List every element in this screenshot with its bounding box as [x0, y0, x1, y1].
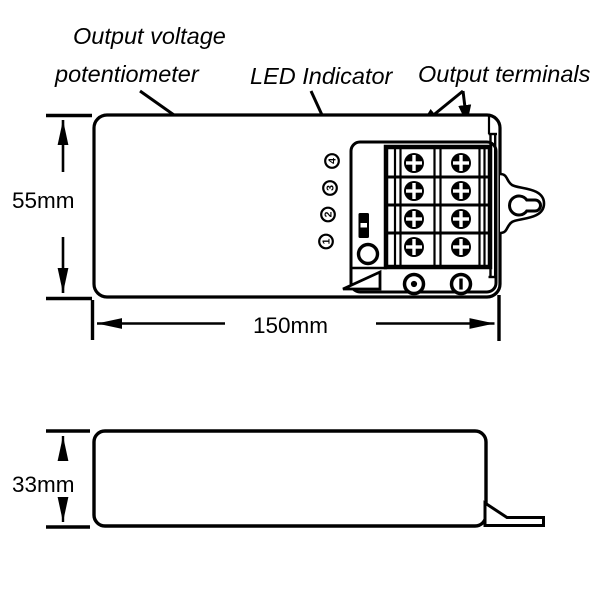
- potentiometer-label-line1: Output voltage: [73, 23, 226, 49]
- dimension-55mm-label: 55mm: [12, 188, 75, 213]
- screw-icon: [451, 153, 471, 173]
- svg-text:3: 3: [325, 185, 337, 191]
- potentiometer-label-line2: potentiometer: [54, 61, 200, 87]
- terminal-screws: [404, 153, 471, 257]
- dimension-150mm: 150mm: [90, 295, 501, 341]
- screw-icon: [451, 237, 471, 257]
- output-terminals-label: Output terminals: [418, 61, 591, 87]
- led-indicator-rect: [358, 213, 369, 238]
- screw-icon: [404, 209, 424, 229]
- triangle-marker-icon: [342, 269, 382, 291]
- terminal-number-badges: 4 3 2 1: [318, 153, 340, 250]
- screw-icon: [451, 209, 471, 229]
- side-view-body: [92, 429, 488, 528]
- screw-icon: [451, 181, 471, 201]
- led-indicator-label: LED Indicator: [250, 63, 394, 89]
- terminal-block: [383, 144, 493, 270]
- dimension-55mm: 55mm: [12, 113, 92, 301]
- potentiometer-circle: [356, 242, 380, 266]
- dimension-150mm-label: 150mm: [253, 313, 328, 338]
- bottom-screw-dot-icon: [402, 272, 426, 296]
- bottom-screw-slot-icon: [449, 272, 473, 296]
- terminal-number-badge: 2: [320, 206, 336, 223]
- screw-icon: [404, 181, 424, 201]
- svg-text:2: 2: [323, 211, 335, 217]
- side-view-mounting-tab: [483, 500, 545, 527]
- terminal-number-badge: 1: [318, 233, 334, 250]
- terminal-number-badge: 3: [322, 180, 338, 196]
- screw-icon: [404, 237, 424, 257]
- dimension-33mm-label: 33mm: [12, 472, 75, 497]
- svg-text:4: 4: [327, 158, 339, 164]
- svg-text:1: 1: [321, 238, 333, 244]
- terminal-block-vertical-dividers: [393, 149, 486, 265]
- terminal-block-row-dividers: [387, 175, 489, 235]
- dimension-33mm: 33mm: [12, 429, 90, 529]
- screw-icon: [404, 153, 424, 173]
- terminal-number-badge: 4: [324, 153, 340, 169]
- keyhole-mount-icon: [508, 194, 542, 217]
